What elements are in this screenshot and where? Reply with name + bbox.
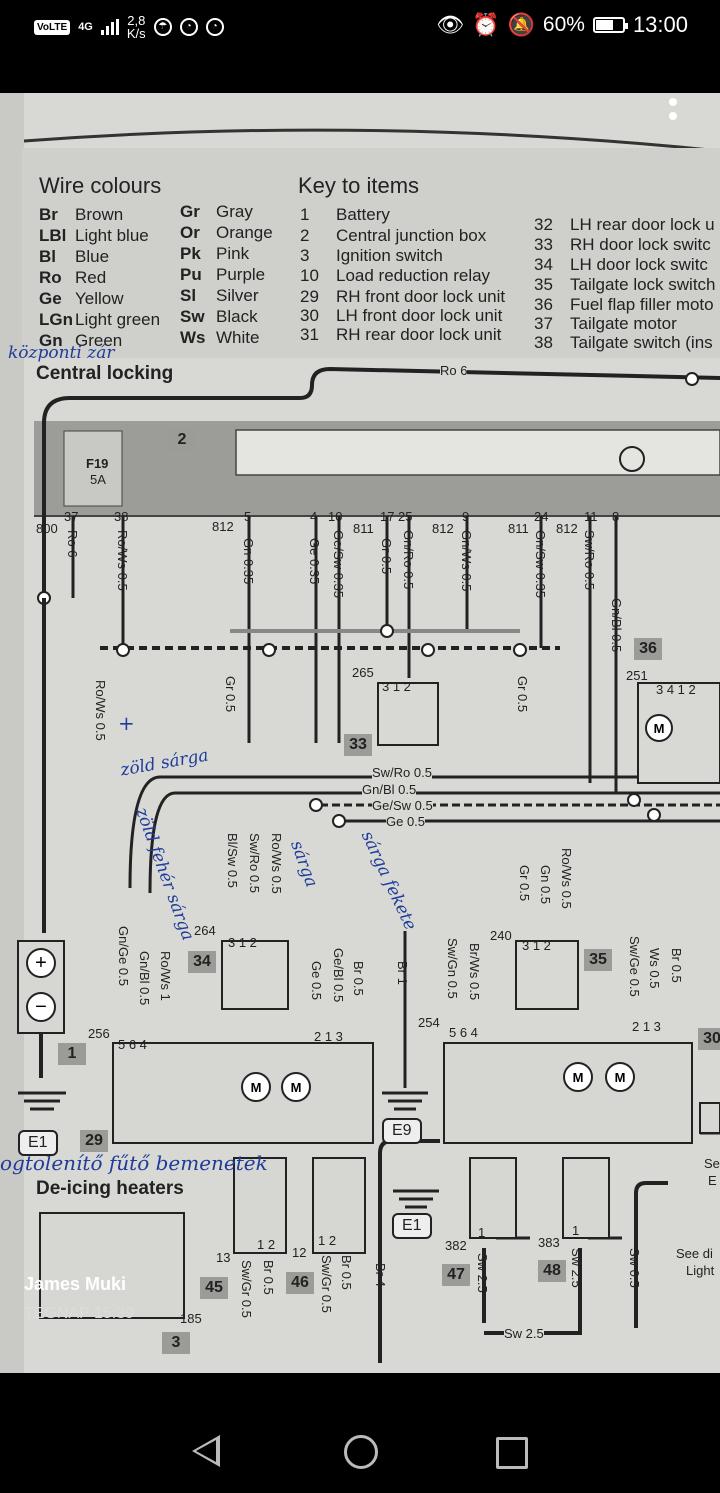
- key-title: Key to items: [298, 173, 420, 198]
- battery-icon: [592, 17, 628, 33]
- item-box-46: 46: [286, 1272, 314, 1294]
- item-box-45: 45: [200, 1277, 228, 1299]
- svg-text:−: −: [35, 996, 47, 1018]
- eye-comfort-icon: 👁: [436, 12, 465, 37]
- central-locking-title: Central locking: [36, 363, 174, 384]
- signal-icon: [100, 19, 119, 35]
- ground-label-e1: E1: [18, 1130, 58, 1156]
- de-icing-title: De-icing heaters: [36, 1178, 184, 1199]
- network-type: 4G: [78, 20, 93, 33]
- app-notification-icon-2: ◔: [205, 18, 224, 36]
- svg-text:M: M: [615, 1070, 626, 1085]
- svg-text:M: M: [291, 1080, 302, 1095]
- item-box-33: 33: [344, 734, 372, 756]
- ground-label-e9: E9: [382, 1118, 422, 1144]
- speed-value: 2,8: [127, 13, 146, 28]
- fuse-name: F19: [86, 456, 109, 471]
- recent-apps-icon[interactable]: [496, 1437, 528, 1469]
- item-box-3: 3: [162, 1332, 190, 1354]
- item-box-30: 30: [698, 1028, 720, 1050]
- sender-name: James Muki: [24, 1274, 127, 1294]
- back-icon[interactable]: [192, 1435, 220, 1467]
- weather-icon: ☂: [153, 18, 172, 36]
- app-notification-icon: ◔: [179, 18, 198, 36]
- battery-percent: 60%: [542, 13, 585, 36]
- item-box-35: 35: [584, 949, 612, 971]
- sent-time: TEGNAP 15:39: [24, 1305, 134, 1322]
- svg-text:M: M: [251, 1080, 262, 1095]
- handwritten-central-note: központi zár: [8, 343, 115, 363]
- item-box-34: 34: [188, 951, 216, 973]
- diagram-legend: [22, 148, 720, 358]
- clock: 13:00: [632, 12, 688, 37]
- svg-text:M: M: [573, 1070, 584, 1085]
- fuse-rating: 5A: [90, 472, 106, 487]
- item-box-29: 29: [80, 1130, 108, 1152]
- item-box-1: 1: [58, 1043, 86, 1065]
- speed-unit: K/s: [126, 26, 146, 41]
- alarm-icon: ⏰: [472, 12, 500, 37]
- message-caption: James Muki TEGNAP 15:39: [24, 1274, 134, 1323]
- image-viewer[interactable]: M M M M M + −: [0, 93, 720, 1373]
- item-box-47: 47: [442, 1264, 470, 1286]
- svg-text:+: +: [35, 952, 47, 974]
- ground-label-e1-lower: E1: [392, 1213, 432, 1239]
- status-right: 👁 ⏰ 🔕 60% 13:00: [436, 12, 688, 38]
- system-nav-bar: [0, 1398, 720, 1493]
- mute-icon: 🔕: [507, 12, 535, 37]
- home-icon[interactable]: [344, 1435, 378, 1469]
- item-box-36: 36: [634, 638, 662, 660]
- wiring-diagram-photo: M M M M M + −: [0, 93, 720, 1373]
- more-options-button[interactable]: [666, 93, 680, 125]
- item-box-48: 48: [538, 1260, 566, 1282]
- volte-icon: VoLTE: [34, 19, 71, 35]
- item-box-2: 2: [168, 429, 196, 451]
- svg-text:M: M: [654, 721, 665, 736]
- wire-colours-title: Wire colours: [39, 173, 162, 198]
- handwritten-plus: +: [118, 711, 135, 735]
